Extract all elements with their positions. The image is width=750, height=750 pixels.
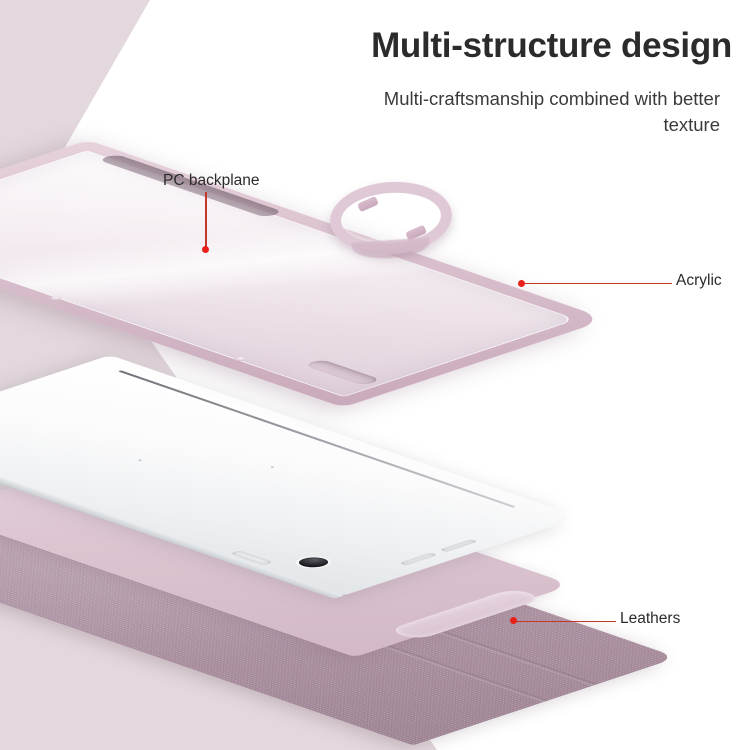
ring-hinge-tab xyxy=(357,195,379,213)
camera-lens-icon xyxy=(292,555,335,570)
tablet-surface-speck xyxy=(138,459,143,461)
callout-leader-line xyxy=(516,620,616,623)
tablet-surface-speck xyxy=(271,466,276,468)
callout-anchor-dot xyxy=(202,246,209,253)
page-title: Multi-structure design xyxy=(371,26,732,65)
callout-label-leathers: Leathers xyxy=(620,610,681,627)
page-subtitle: Multi-craftsmanship combined with better… xyxy=(383,88,720,135)
acrylic-panel-layer xyxy=(0,150,578,397)
volume-button xyxy=(439,539,479,553)
callout-anchor-dot xyxy=(518,280,525,287)
volume-button xyxy=(398,552,438,566)
callout-label-acrylic: Acrylic xyxy=(676,272,722,289)
callout-anchor-dot xyxy=(510,617,517,624)
callout-leader-line xyxy=(524,282,672,285)
callout-label-pc-backplane: PC backplane xyxy=(163,172,260,189)
callout-leader-line xyxy=(205,192,207,249)
acrylic-sheen-highlight xyxy=(0,151,576,397)
